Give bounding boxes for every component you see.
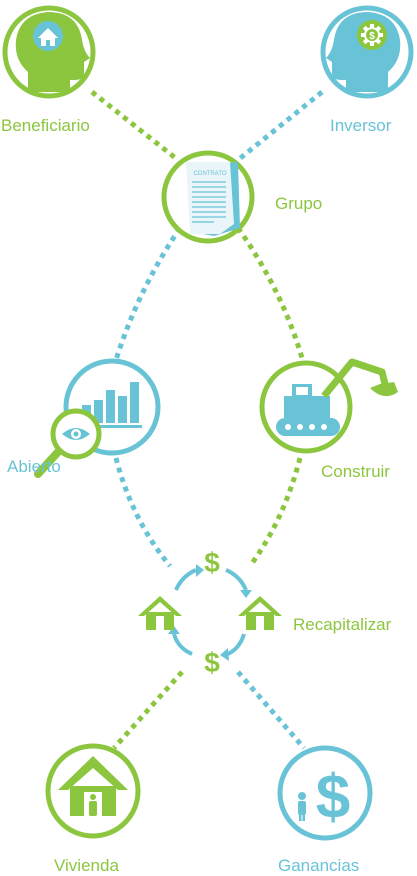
- grupo-node: CONTRATO: [161, 150, 255, 244]
- magnifier-eye-icon: [34, 408, 102, 478]
- house-person-icon: [58, 756, 128, 816]
- excavator-icon: [276, 358, 398, 436]
- dollar-person-icon: $: [298, 763, 350, 832]
- label-grupo: Grupo: [275, 194, 323, 213]
- connector-grupo-construir: [235, 226, 305, 359]
- head-house-icon: [38, 28, 58, 46]
- contract-document-icon: CONTRATO: [186, 162, 240, 236]
- construir-node: [259, 358, 398, 454]
- label-ganancias: Ganancias: [278, 856, 360, 875]
- connector-inversor-grupo: [236, 90, 324, 162]
- label-vivienda: Vivienda: [54, 856, 119, 875]
- connector-construir-cycle: [247, 457, 303, 568]
- label-construir: Construir: [321, 462, 390, 481]
- connectors: [90, 90, 324, 750]
- dollar-icon: $: [204, 647, 220, 678]
- ganancias-dollar: $: [316, 763, 350, 832]
- contract-title: CONTRATO: [193, 171, 226, 177]
- label-recapitalizar: Recapitalizar: [293, 615, 392, 634]
- cycle-arrow-icon: [172, 568, 248, 656]
- connector-beneficiario-grupo: [90, 90, 180, 162]
- house-icon: [138, 596, 182, 630]
- beneficiario-node: [2, 5, 96, 99]
- connector-abierto-cycle: [113, 457, 172, 568]
- label-beneficiario: Beneficiario: [1, 116, 90, 135]
- connector-cycle-ganancias: [236, 670, 306, 750]
- house-icon: [238, 596, 282, 630]
- dollar-icon: $: [204, 547, 220, 578]
- connector-cycle-vivienda: [112, 670, 184, 750]
- svg-text:$: $: [369, 31, 375, 42]
- label-abierto: Abierto: [7, 457, 61, 476]
- recapitalizar-cycle: $ $: [138, 547, 282, 678]
- vivienda-node: [45, 743, 141, 839]
- label-inversor: Inversor: [330, 116, 392, 135]
- ganancias-node: $: [277, 745, 373, 841]
- abierto-node: [34, 358, 161, 478]
- connector-grupo-abierto: [113, 226, 183, 361]
- inversor-node: $: [320, 5, 414, 99]
